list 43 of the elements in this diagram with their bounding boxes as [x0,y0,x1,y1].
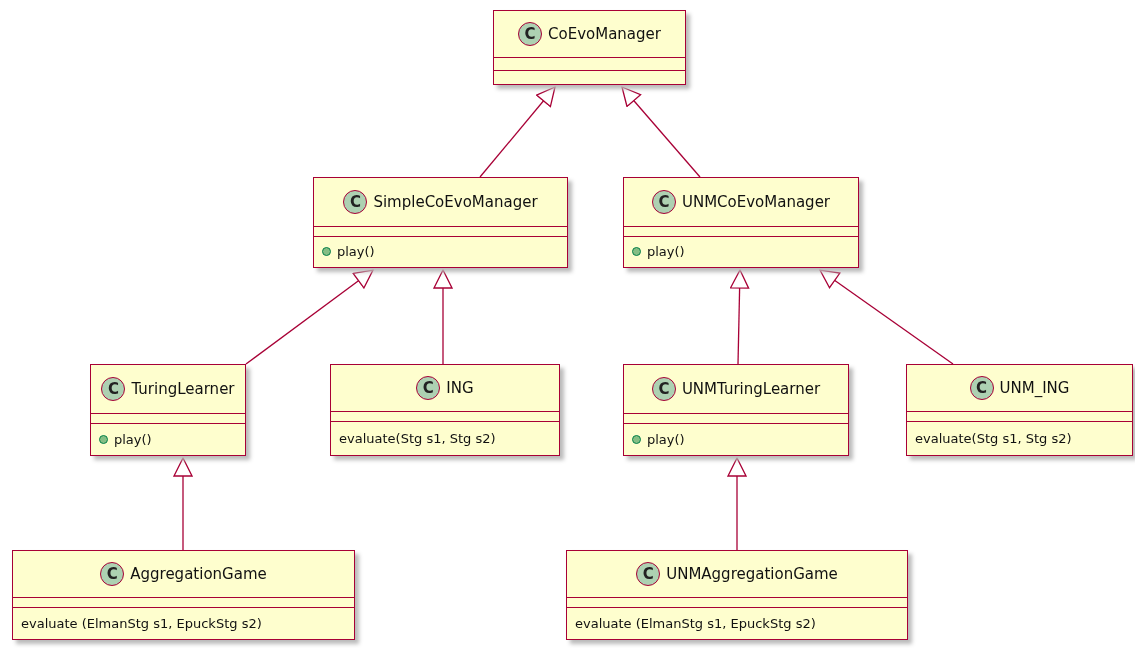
class-icon: C [343,190,368,214]
class-icon: C [969,376,994,400]
inheritance-arrow [729,269,750,365]
method-text: evaluate (ElmanStg s1, EpuckStg s2) [575,615,816,631]
inheritance-arrow [433,269,453,365]
inheritance-arrow [173,457,193,551]
class-box [330,364,560,456]
method-text: play() [647,244,685,259]
class-icon: C [101,377,126,401]
method-text: play() [647,431,685,447]
class-name: UNMTuringLearner [681,380,821,398]
class-name: UNMAggregationGame [666,565,838,583]
class-box [623,177,859,268]
class-icon: C [651,190,676,214]
class-icon: C [518,22,543,46]
inheritance-arrow [479,86,556,178]
class-box [313,177,568,268]
class-icon: C [416,376,441,400]
inheritance-arrow [245,269,374,365]
method-text: play() [114,431,152,447]
class-name: UNM_ING [999,379,1070,397]
class-icon: C [636,562,661,586]
class-box [906,364,1133,456]
class-name: CoEvoManager [548,25,661,43]
method-text: evaluate(Stg s1, Stg s2) [915,430,1072,446]
class-icon: C [100,562,125,586]
inheritance-arrow [621,86,701,178]
class-box [12,550,355,640]
class-box [493,10,686,85]
class-name: UNMCoEvoManager [681,193,831,211]
inheritance-arrow [727,457,747,551]
method-text: evaluate(Stg s1, Stg s2) [339,430,496,446]
method-text: play() [337,244,375,259]
class-name: AggregationGame [130,565,267,583]
class-name: ING [446,379,474,397]
class-icon: C [651,377,676,401]
method-text: evaluate (ElmanStg s1, EpuckStg s2) [21,615,262,631]
class-box [566,550,908,640]
class-name: SimpleCoEvoManager [373,193,538,211]
class-box [90,364,246,456]
inheritance-arrow [819,269,954,365]
class-box [623,364,849,456]
class-name: TuringLearner [131,380,235,398]
